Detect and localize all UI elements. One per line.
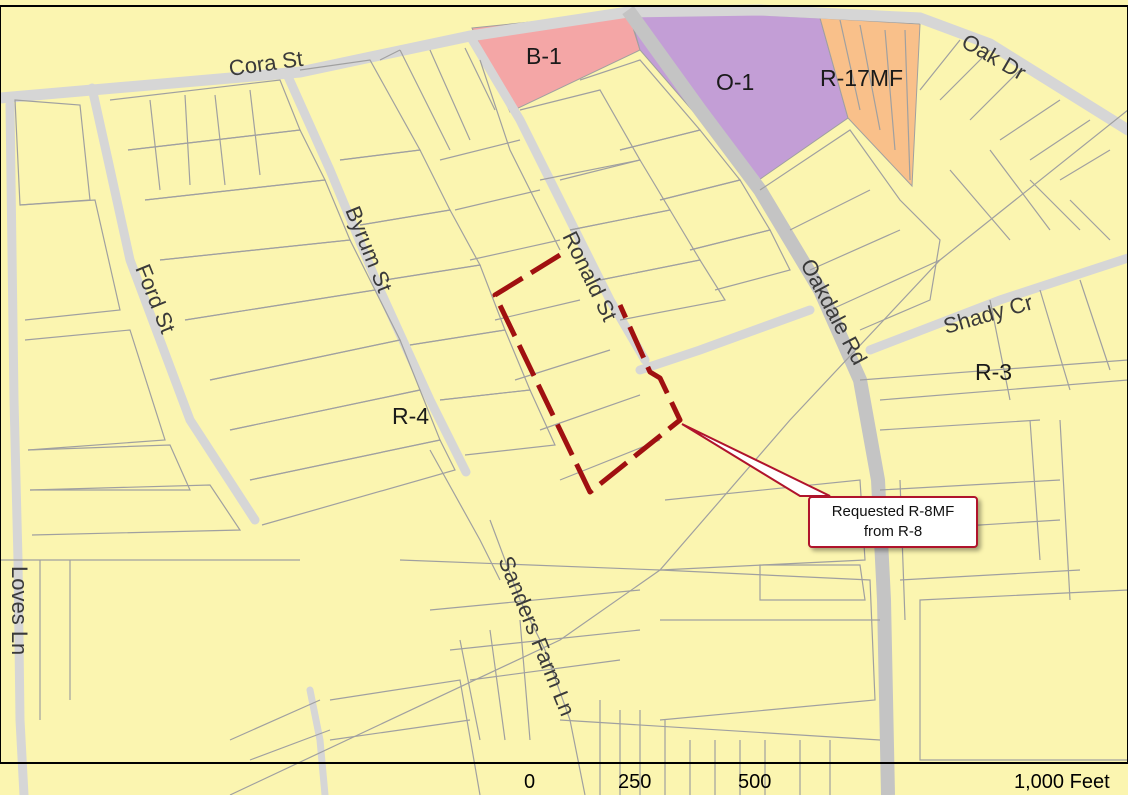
zone-label-r4: R-4: [392, 403, 429, 429]
street-label-loves: Loves Ln: [7, 566, 32, 655]
scale-tick-250: 250: [618, 771, 651, 793]
zone-label-r3: R-3: [975, 359, 1012, 385]
scale-tick-1000: 1,000 Feet: [1014, 771, 1110, 793]
scale-bar: 0 250 500 1,000 Feet: [524, 771, 1110, 793]
map-frame: [0, 5, 1128, 764]
zone-label-r17mf: R-17MF: [820, 65, 903, 91]
rezoning-callout: Requested R-8MF from R-8: [808, 496, 978, 548]
scale-tick-500: 500: [738, 771, 771, 793]
requested-rezoning-boundary: [492, 252, 683, 495]
oakdale-road: [622, 5, 895, 795]
parcel-lines: [0, 19, 1128, 795]
zone-label-b1: B-1: [526, 43, 562, 69]
scale-tick-0: 0: [524, 771, 535, 793]
callout-line-2: from R-8: [863, 523, 923, 540]
callout-line-1: Requested R-8MF: [831, 503, 955, 520]
zone-label-o1: O-1: [716, 69, 754, 95]
